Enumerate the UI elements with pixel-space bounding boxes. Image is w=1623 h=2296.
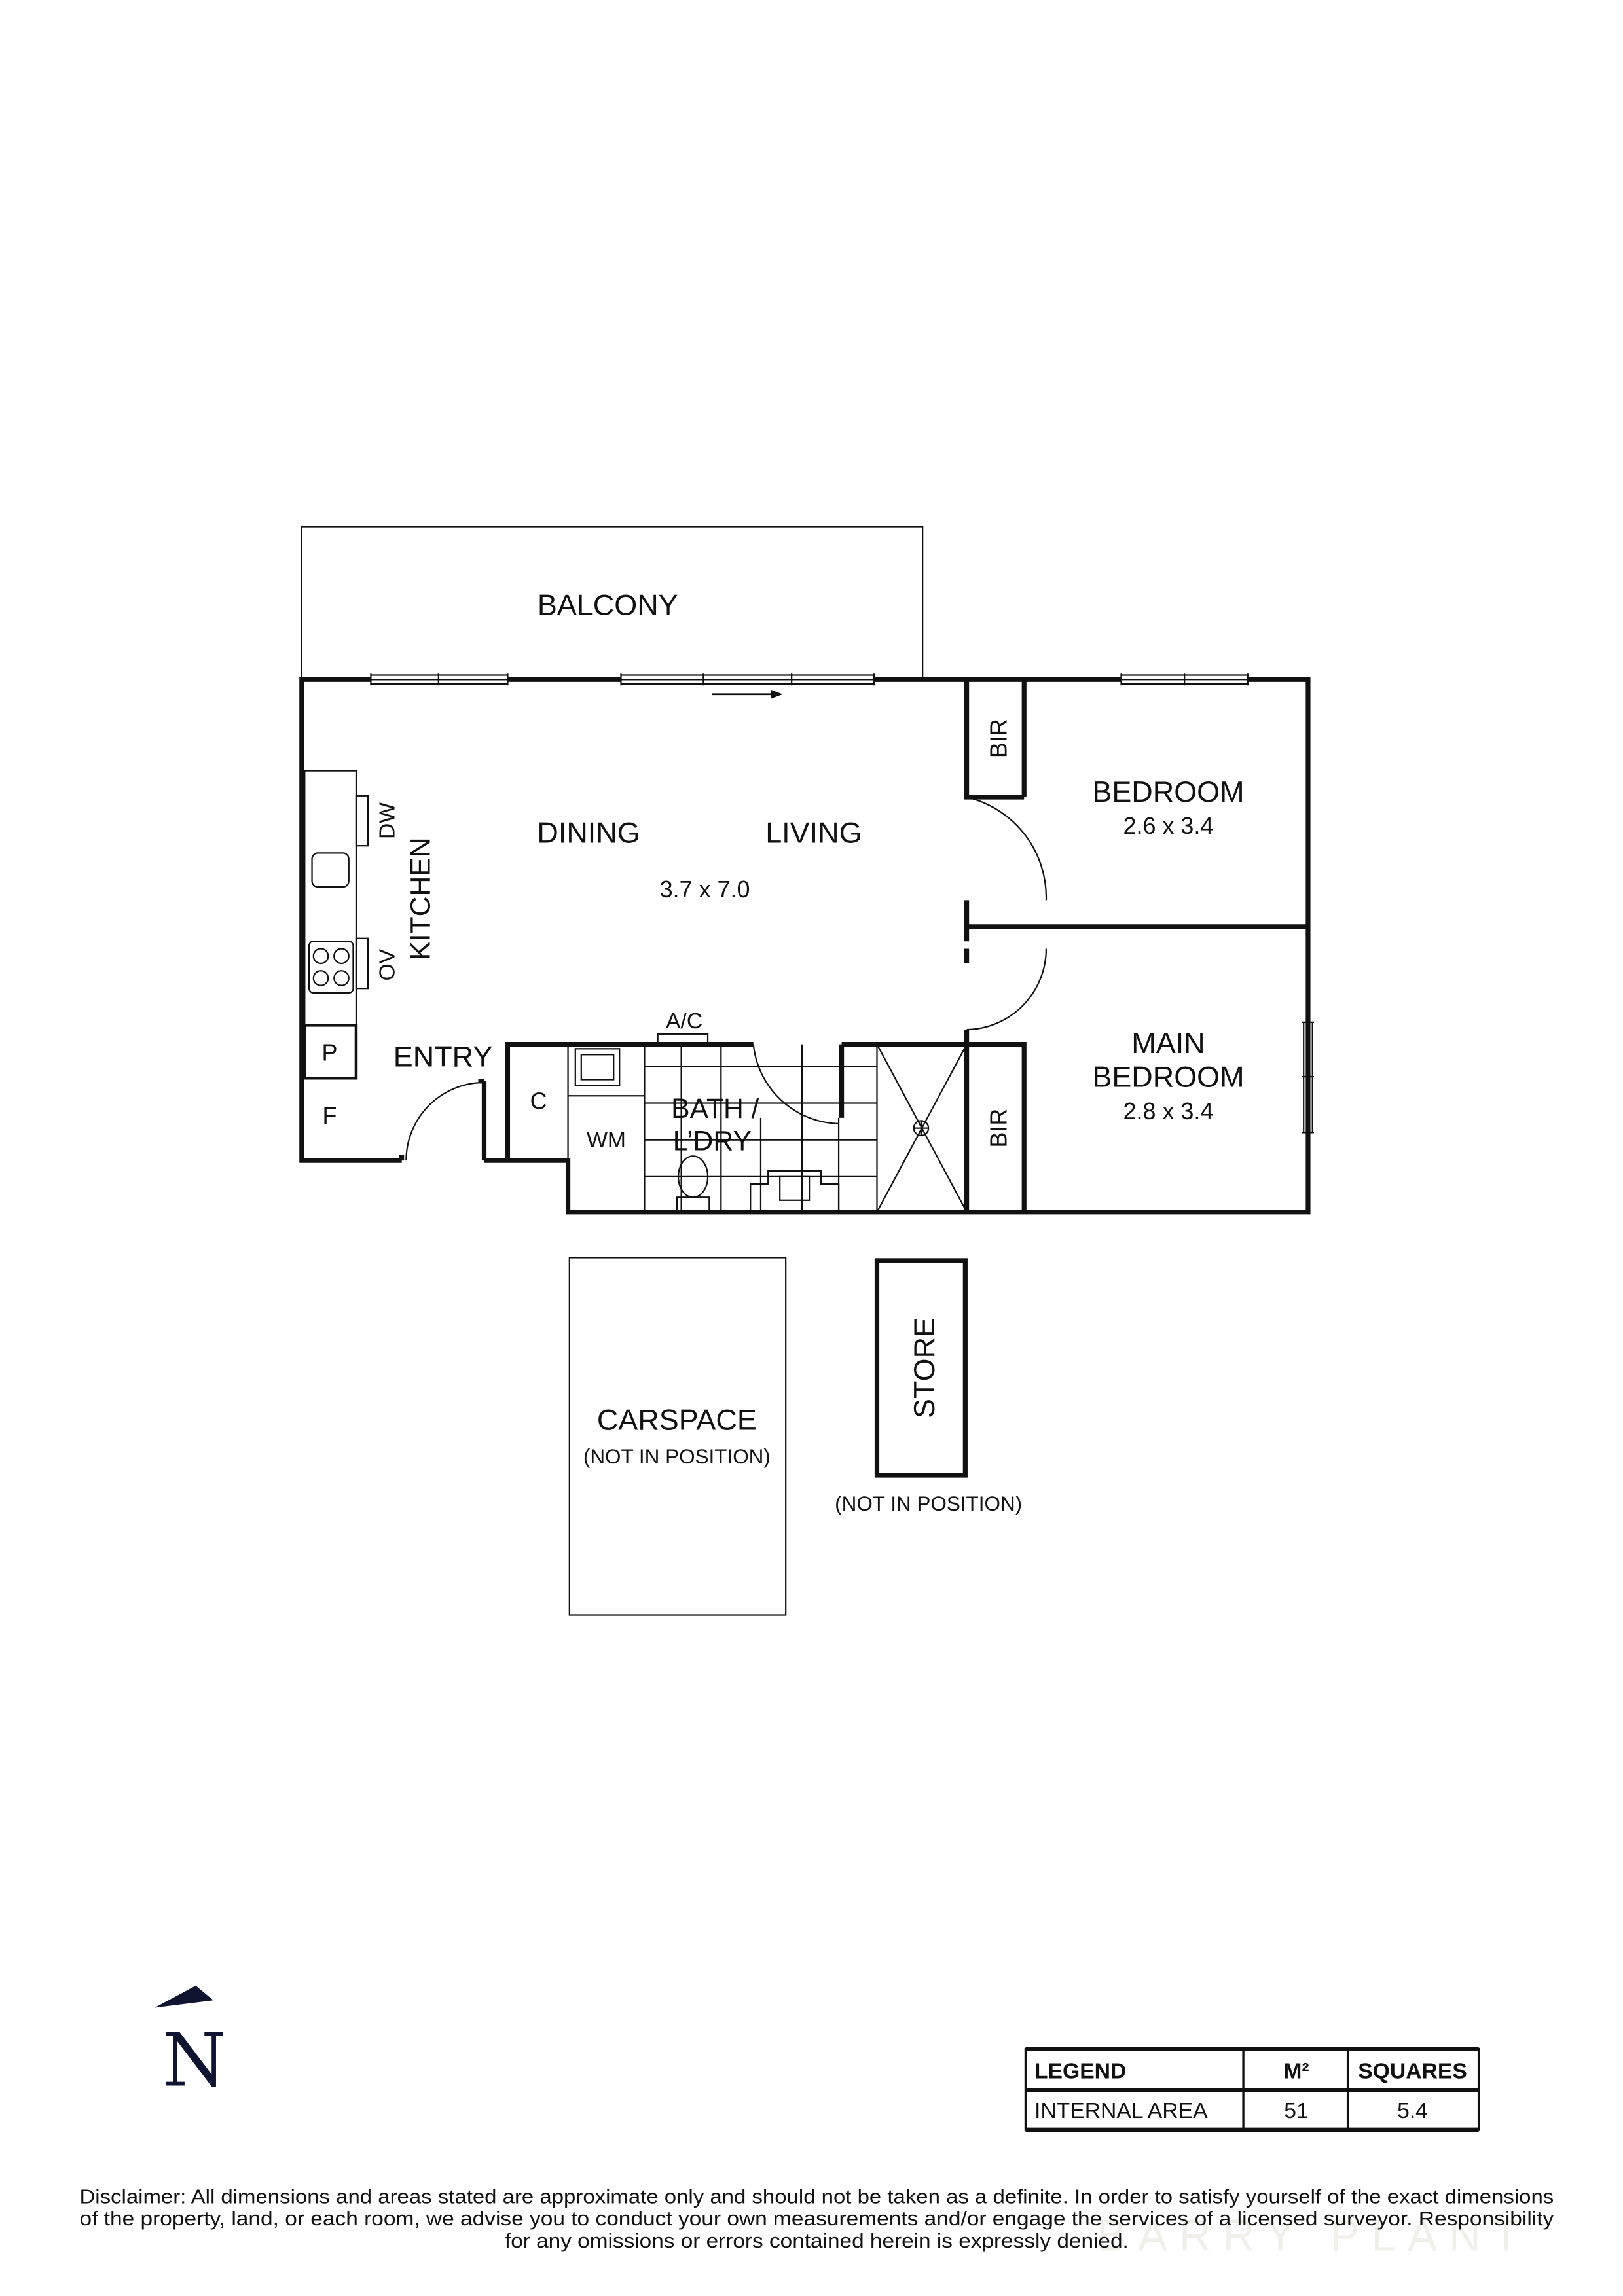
outer-walls — [299, 677, 1311, 1215]
bir-label: BIR — [985, 1109, 1012, 1148]
bath-label: BATH / — [671, 1093, 759, 1124]
legend-cell: 51 — [1284, 2098, 1308, 2123]
main-bedroom-label: BEDROOM — [1092, 1060, 1244, 1094]
bedroom-door-swing — [966, 796, 1048, 1031]
disclaimer-line: of the property, land, or each room, we … — [79, 2208, 1554, 2230]
main-bedroom-label: MAIN — [1131, 1026, 1205, 1060]
balcony-label: BALCONY — [538, 588, 678, 621]
entry-door-swing — [405, 1081, 484, 1161]
main-bedroom-dims: 2.8 x 3.4 — [1123, 1098, 1214, 1124]
ov-label: OV — [374, 948, 399, 980]
store-label: STORE — [907, 1318, 941, 1418]
interior-walls — [505, 679, 1308, 1212]
disclaimer-line: Disclaimer: All dimensions and areas sta… — [79, 2185, 1554, 2208]
bedroom-dims: 2.6 x 3.4 — [1123, 812, 1214, 839]
legend-cell: 5.4 — [1397, 2098, 1428, 2123]
f-label: F — [323, 1102, 337, 1129]
legend-header-m2: M² — [1283, 2058, 1309, 2083]
watermark: BARRY PLANT — [1097, 2211, 1531, 2260]
kitchen-label: KITCHEN — [405, 837, 436, 960]
arrow-head — [771, 689, 783, 699]
carspace-note: (NOT IN POSITION) — [583, 1445, 771, 1468]
disclaimer-line: for any omissions or errors contained he… — [505, 2230, 1129, 2252]
c-label: C — [530, 1087, 547, 1114]
p-label: P — [322, 1039, 338, 1066]
north-letter: N — [162, 2018, 227, 2104]
bir-label: BIR — [985, 719, 1012, 758]
ac-label: A/C — [666, 1009, 702, 1033]
laundry-label: L’DRY — [673, 1125, 752, 1157]
entry-door-jamb — [399, 1079, 484, 1161]
carspace-label: CARSPACE — [597, 1403, 757, 1436]
legend-table: LEGEND M² SQUARES INTERNAL AREA 51 5.4 — [1024, 2047, 1480, 2132]
store-outline — [874, 1258, 968, 1478]
carspace-outline — [568, 1257, 787, 1616]
windows — [370, 673, 1314, 1134]
bedroom-label: BEDROOM — [1092, 775, 1244, 808]
dining-label: DINING — [537, 816, 640, 850]
kitchen-fixtures — [303, 770, 369, 1080]
store-note: (NOT IN POSITION) — [835, 1492, 1022, 1515]
bathroom-fixtures — [567, 1033, 968, 1213]
north-arrow-icon — [155, 1985, 213, 2008]
living-label: LIVING — [765, 816, 862, 850]
legend-header-squares: SQUARES — [1358, 2058, 1467, 2083]
living-dims: 3.7 x 7.0 — [660, 876, 750, 903]
legend-cell: INTERNAL AREA — [1034, 2098, 1208, 2123]
legend-header-legend: LEGEND — [1034, 2058, 1126, 2083]
entry-label: ENTRY — [393, 1039, 493, 1073]
dw-label: DW — [374, 802, 399, 839]
bath-door-swing — [752, 1044, 839, 1125]
wm-label: WM — [587, 1128, 626, 1153]
